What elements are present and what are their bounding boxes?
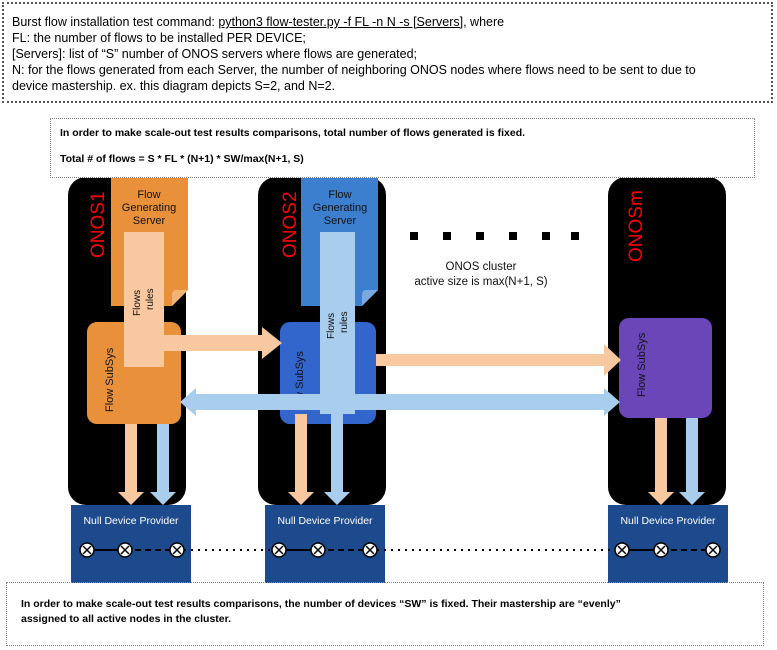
- total-flows-formula: Total # of flows = S * FL * (N+1) * SW/m…: [60, 153, 304, 165]
- node-label-onosm: ONOSm: [626, 190, 647, 262]
- ellipsis-square: [443, 232, 451, 240]
- servers-definition: [Servers]: list of “S” number of ONOS se…: [12, 47, 418, 61]
- arrow-onos2-to-onosm: [376, 344, 621, 376]
- ellipsis-square: [542, 232, 550, 240]
- flows-fixed-line1: In order to make scale-out test results …: [60, 127, 526, 139]
- command-suffix: where: [466, 15, 505, 29]
- ellipsis-square: [476, 232, 484, 240]
- server-1-fold: [172, 290, 188, 306]
- rules-2-label-line2: rules: [339, 311, 350, 333]
- flow-rules-pipe-1: [124, 232, 164, 367]
- device-switch-icon: [310, 542, 326, 558]
- down-arrow-m-orange: [648, 418, 674, 505]
- server-2-label-line1: Flow: [328, 189, 351, 201]
- ellipsis-square: [509, 232, 517, 240]
- device-switch-icon: [614, 542, 630, 558]
- flow-subsys-m: [619, 318, 712, 418]
- down-arrow-1-blue: [150, 424, 176, 505]
- device-switch-icon: [362, 542, 378, 558]
- command-text: python3 flow-tester.py -f FL -n N -s [Se…: [218, 15, 467, 29]
- cluster-note-line2: active size is max(N+1, S): [414, 276, 547, 288]
- server-1-label-line1: Flow: [137, 189, 160, 201]
- null-device-provider-2: [265, 505, 385, 583]
- device-switch-icon: [169, 542, 185, 558]
- fl-definition: FL: the number of flows to be installed …: [12, 31, 306, 45]
- server-2-label-line3: Server: [324, 215, 357, 227]
- command-prefix: Burst flow installation test command:: [12, 15, 219, 29]
- device-switch-icon: [705, 542, 721, 558]
- rules-2-label-line1: Flows: [326, 313, 337, 339]
- bidirectional-arrow-blue: [180, 388, 620, 416]
- down-arrow-m-blue: [679, 418, 705, 505]
- arrow-onos1-to-onos2: [160, 327, 282, 359]
- n-definition-line1: N: for the flows generated from each Ser…: [12, 63, 696, 77]
- command-description-box: Burst flow installation test command: py…: [2, 2, 773, 103]
- flow-rules-pipe-2: [320, 232, 355, 414]
- provider-m-label: Null Device Provider: [620, 515, 716, 527]
- down-arrow-2-orange: [288, 414, 314, 505]
- ellipsis-square: [410, 232, 418, 240]
- server-1-label-line3: Server: [133, 215, 166, 227]
- n-definition-line2: device mastership. ex. this diagram depi…: [12, 79, 336, 93]
- cluster-note-line1: ONOS cluster: [446, 261, 517, 273]
- server-2-fold: [362, 290, 378, 306]
- subsys-2-label: w SubSys: [294, 351, 306, 401]
- device-switch-icon: [117, 542, 133, 558]
- server-1-label-line2: Generating: [122, 202, 176, 214]
- devices-fixed-line2: assigned to all active nodes in the clus…: [21, 613, 232, 625]
- ellipsis-square: [571, 232, 579, 240]
- device-switch-icon: [653, 542, 669, 558]
- device-switch-icon: [271, 542, 287, 558]
- node-label-onos2: ONOS2: [280, 191, 301, 258]
- subsys-m-label: Flow SubSys: [636, 332, 648, 397]
- devices-fixed-note: In order to make scale-out test results …: [6, 582, 764, 646]
- server-2-label-line2: Generating: [313, 202, 367, 214]
- provider-1-label: Null Device Provider: [83, 515, 179, 527]
- down-arrow-1-orange: [118, 424, 144, 505]
- provider-2-label: Null Device Provider: [277, 515, 373, 527]
- flows-fixed-note: In order to make scale-out test results …: [50, 118, 755, 178]
- down-arrow-2-blue: [324, 414, 350, 505]
- rules-1-label-line1: Flows: [132, 290, 143, 316]
- device-switch-icon: [79, 542, 95, 558]
- subsys-1-label: Flow SubSys: [104, 347, 116, 412]
- null-device-provider-m: [608, 505, 728, 583]
- command-line: Burst flow installation test command: py…: [12, 14, 763, 30]
- devices-fixed-line1: In order to make scale-out test results …: [21, 598, 621, 610]
- node-label-onos1: ONOS1: [88, 191, 109, 258]
- rules-1-label-line2: rules: [145, 288, 156, 310]
